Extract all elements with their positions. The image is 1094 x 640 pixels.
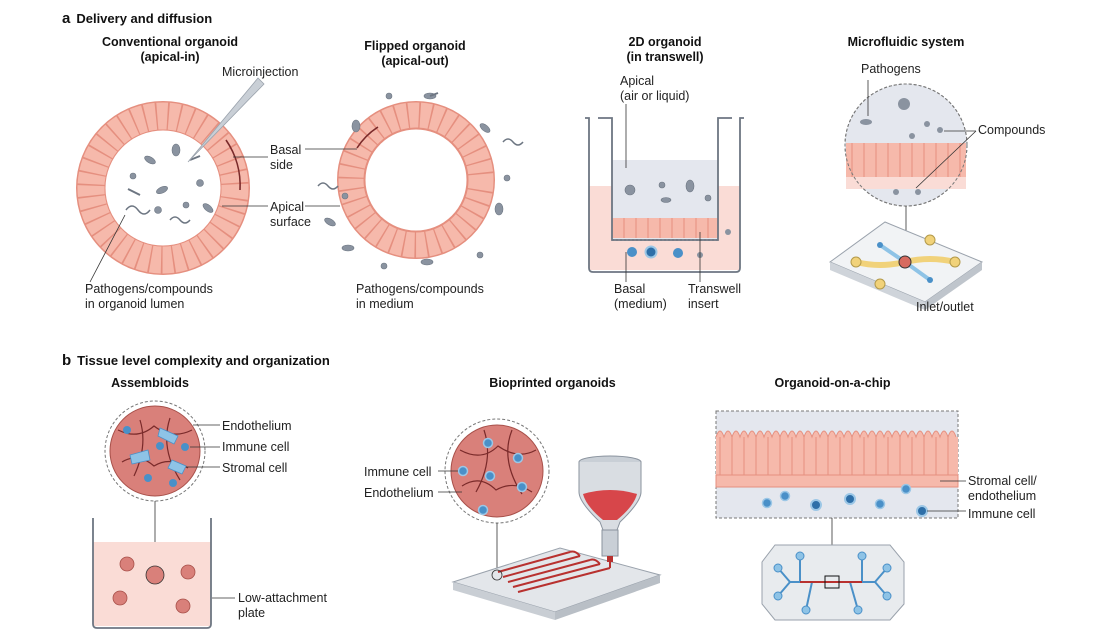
transwell-title: 2D organoid (in transwell): [626, 35, 704, 64]
microinjection-needle: [187, 77, 265, 163]
lumen-label: Pathogens/compounds in organoid lumen: [85, 282, 213, 311]
medium-label: Pathogens/compounds in medium: [356, 282, 484, 311]
apical-surface-label: Apical surface: [270, 200, 311, 229]
bioprinted-leader-lines: [438, 470, 498, 570]
flipped-organoid-ring: [337, 101, 495, 259]
bioprinted-title: Bioprinted organoids: [489, 376, 616, 390]
section-a-title: Delivery and diffusion: [76, 11, 213, 26]
section-a-letter: a: [62, 10, 71, 27]
microinjection-label: Microinjection: [222, 65, 299, 79]
plate-label: Low-attachment plate: [238, 591, 327, 620]
transwell-immune-cells: [627, 229, 731, 259]
conventional-title: Conventional organoid (apical-in): [101, 35, 239, 64]
chip-title: Organoid-on-a-chip: [774, 376, 891, 390]
transwell-insert: [598, 117, 732, 241]
section-b-heading: b Tissue level complexity and organizatio…: [62, 352, 330, 369]
inlet-outlet-label: Inlet/outlet: [916, 300, 974, 314]
bioprinter-nozzle: [578, 455, 642, 562]
medium-pathogens: [317, 92, 524, 270]
assembloid-organoid: [104, 400, 206, 502]
apical-label: Apical (air or liquid): [620, 74, 690, 103]
basal-label: Basal (medium): [614, 282, 667, 311]
transwell-insert-label: Transwell insert: [688, 282, 742, 311]
conventional-organoid-ring: [76, 101, 250, 275]
flipped-title: Flipped organoid (apical-out): [364, 39, 466, 68]
bioprinted-immune-label: Immune cell: [364, 465, 432, 479]
compounds-label: Compounds: [978, 123, 1046, 137]
bioprinted-endothelium-label: Endothelium: [364, 486, 434, 500]
immune-cell-label: Immune cell: [222, 440, 290, 454]
lumen-pathogens: [125, 143, 214, 224]
section-b-letter: b: [62, 352, 72, 369]
stromal-cell-label: Stromal cell: [222, 461, 288, 475]
assembloids-title: Assembloids: [111, 376, 189, 390]
flipped-leader-lines: [305, 148, 357, 207]
section-b-title: Tissue level complexity and organization: [77, 353, 330, 368]
pathogens-label: Pathogens: [861, 62, 921, 76]
chip-immune-label: Immune cell: [968, 507, 1036, 521]
transwell-pathogens: [624, 179, 712, 203]
microfluidic-particles: [860, 98, 943, 195]
stromal-endothelium-label: Stromal cell/ endothelium: [968, 474, 1037, 503]
chip-device: [761, 544, 905, 621]
bioprinter-plate: [451, 547, 662, 620]
chip-zoom-box: [715, 410, 959, 519]
conventional-leader-lines: [89, 156, 268, 283]
endothelium-label: Endothelium: [222, 419, 292, 433]
bioprinted-organoid: [444, 418, 550, 524]
section-a-heading: a Delivery and diffusion: [62, 10, 212, 27]
transwell-leader-lines: [625, 104, 701, 282]
microfluidic-chip: [828, 221, 984, 310]
microfluidic-title: Microfluidic system: [847, 35, 965, 49]
basal-side-label: Basal side: [270, 143, 302, 172]
low-attachment-plate: [92, 518, 212, 629]
